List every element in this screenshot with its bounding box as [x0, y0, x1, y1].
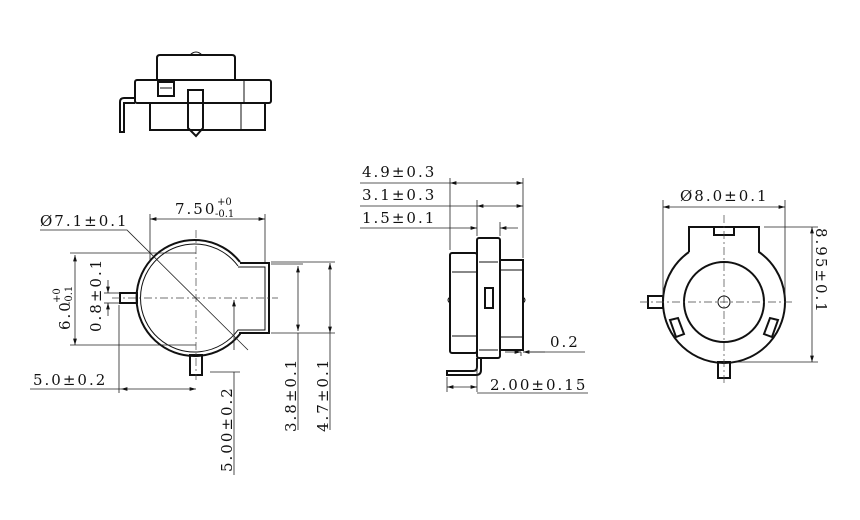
front-view: 7.50 +0 -0.1 Ø7.1±0.1 6.0 +0 -0.1 0.8±0.… [30, 197, 335, 475]
dim-length: 8.95±0.1 [812, 228, 830, 314]
dim-height: 6.0 [56, 300, 74, 330]
dim-upper-height: 3.1±0.3 [362, 186, 436, 204]
dim-lead: 2.00±0.15 [490, 376, 587, 394]
dim-width: 7.50 [175, 200, 216, 218]
dim-width-tol-upper: +0 [217, 197, 232, 208]
dim-diameter: Ø7.1±0.1 [40, 212, 129, 230]
dim-tab-outer: 4.7±0.1 [314, 358, 332, 432]
dim-pin-offset-x: 5.0±0.2 [33, 371, 107, 389]
dim-height-tol-lower: -0.1 [64, 286, 75, 305]
top-view [119, 51, 272, 138]
dim-flange: 1.5±0.1 [362, 209, 436, 227]
back-view: Ø8.0±0.1 8.95±0.1 [640, 187, 830, 385]
dim-total-height: 4.9±0.3 [362, 163, 436, 181]
dim-tab-inner: 3.8±0.1 [282, 358, 300, 432]
side-view: 4.9±0.3 3.1±0.3 1.5±0.1 0.2 2.00±0.15 [360, 163, 588, 394]
dim-pin-width: 0.8±0.1 [87, 258, 105, 332]
dim-gap: 0.2 [550, 333, 580, 351]
dim-pin-offset-y: 5.00±0.2 [218, 386, 236, 472]
dim-height-tol-upper: +0 [52, 288, 63, 303]
dim-diameter-back: Ø8.0±0.1 [680, 187, 769, 205]
dim-width-tol-lower: -0.1 [215, 209, 234, 220]
